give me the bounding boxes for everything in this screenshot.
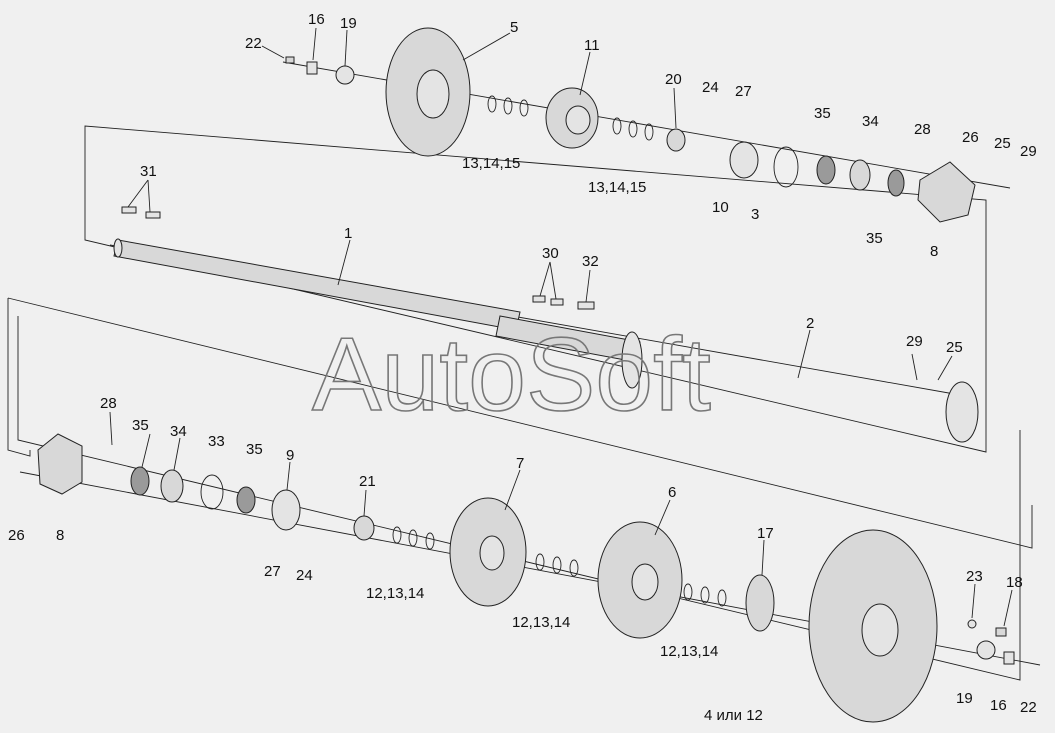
label-18: 18 — [1006, 574, 1023, 591]
label-6: 6 — [668, 484, 676, 501]
watermark: AutoSoft — [312, 317, 711, 433]
seal-20 — [666, 128, 686, 152]
washer-19-lower — [976, 640, 996, 660]
bearing-34-lower — [160, 469, 184, 503]
label-35-lower: 35 — [132, 417, 149, 434]
label-16-upper: 16 — [308, 11, 325, 28]
label-13-14-15-b: 13,14,15 — [588, 179, 646, 196]
ring-3 — [773, 146, 799, 188]
label-9: 9 — [286, 447, 294, 464]
label-25-lower: 25 — [946, 339, 963, 356]
key-31a — [121, 206, 137, 214]
plate-16-lower — [1003, 651, 1015, 665]
label-35-upper: 35 — [814, 105, 831, 122]
key-32 — [577, 301, 595, 310]
label-29-lower: 29 — [906, 333, 923, 350]
label-8-lower: 8 — [56, 527, 64, 544]
washer-19-upper — [335, 65, 355, 85]
washer-23 — [967, 619, 977, 629]
label-34-upper: 34 — [862, 113, 879, 130]
pulley-4-12-hub — [861, 603, 899, 657]
shaft-2-flange — [621, 331, 643, 389]
label-21: 21 — [359, 473, 376, 490]
housing-8-upper — [917, 161, 976, 223]
label-1: 1 — [344, 225, 352, 242]
seal-21 — [353, 515, 375, 541]
bolt-22-upper — [285, 56, 295, 64]
label-31: 31 — [140, 163, 157, 180]
seal-35-upper-2 — [887, 169, 905, 197]
label-3: 3 — [751, 206, 759, 223]
upper-shaft-frame — [84, 125, 987, 453]
leader-lines — [109, 27, 1013, 627]
label-11: 11 — [584, 37, 600, 54]
label-29-upper: 29 — [1020, 143, 1037, 160]
shaft-1-end — [113, 238, 123, 258]
bearing-34-upper — [849, 159, 871, 191]
ring-33 — [200, 474, 224, 510]
label-34-lower: 34 — [170, 423, 187, 440]
label-28-upper: 28 — [914, 121, 931, 138]
cover-10 — [729, 141, 759, 179]
seal-35-lower — [130, 466, 150, 496]
pulley-7-hub — [479, 535, 505, 571]
seal-35-upper — [816, 155, 836, 185]
cover-9 — [271, 489, 301, 531]
hub-17 — [745, 574, 775, 632]
plate-16-upper — [306, 61, 318, 75]
pulley-11-hub — [565, 105, 591, 135]
label-12-13-14-a: 12,13,14 — [366, 585, 424, 602]
label-30: 30 — [542, 245, 559, 262]
label-17: 17 — [757, 525, 774, 542]
label-5: 5 — [510, 19, 518, 36]
label-28-lower: 28 — [100, 395, 117, 412]
label-4-or-12: 4 или 12 — [704, 707, 763, 724]
label-7: 7 — [516, 455, 524, 472]
label-12-13-14-b: 12,13,14 — [512, 614, 570, 631]
label-10: 10 — [712, 199, 729, 216]
key-31b — [145, 211, 161, 219]
label-22-upper: 22 — [245, 35, 262, 52]
label-32: 32 — [582, 253, 599, 270]
seal-35-lower-2 — [236, 486, 256, 514]
label-25-upper: 25 — [994, 135, 1011, 152]
label-20: 20 — [665, 71, 682, 88]
label-2: 2 — [806, 315, 814, 332]
label-23: 23 — [966, 568, 983, 585]
bolt-18 — [995, 627, 1007, 637]
flange-plate-right — [945, 381, 979, 443]
label-16-lower: 16 — [990, 697, 1007, 714]
key-30a — [532, 295, 546, 303]
label-35-upper-2: 35 — [866, 230, 883, 247]
label-24-upper: 24 — [702, 79, 719, 96]
label-19-lower: 19 — [956, 690, 973, 707]
label-27-lower: 27 — [264, 563, 281, 580]
callout-labels: 1 2 3 4 или 12 5 6 7 8 8 9 10 11 12,13,1… — [8, 11, 1037, 724]
label-12-13-14-c: 12,13,14 — [660, 643, 718, 660]
pulley-6-hub — [631, 563, 659, 601]
label-26-lower: 26 — [8, 527, 25, 544]
label-33: 33 — [208, 433, 225, 450]
label-24-lower: 24 — [296, 567, 313, 584]
key-30b — [550, 298, 564, 306]
label-19-upper: 19 — [340, 15, 357, 32]
snap-rings — [392, 95, 727, 607]
label-13-14-15-a: 13,14,15 — [462, 155, 520, 172]
label-35-lower-2: 35 — [246, 441, 263, 458]
label-8-upper: 8 — [930, 243, 938, 260]
housing-8-lower — [37, 433, 83, 495]
pulley-5-hub — [416, 69, 450, 119]
label-22-lower: 22 — [1020, 699, 1037, 716]
label-27-upper: 27 — [735, 83, 752, 100]
label-26-upper: 26 — [962, 129, 979, 146]
